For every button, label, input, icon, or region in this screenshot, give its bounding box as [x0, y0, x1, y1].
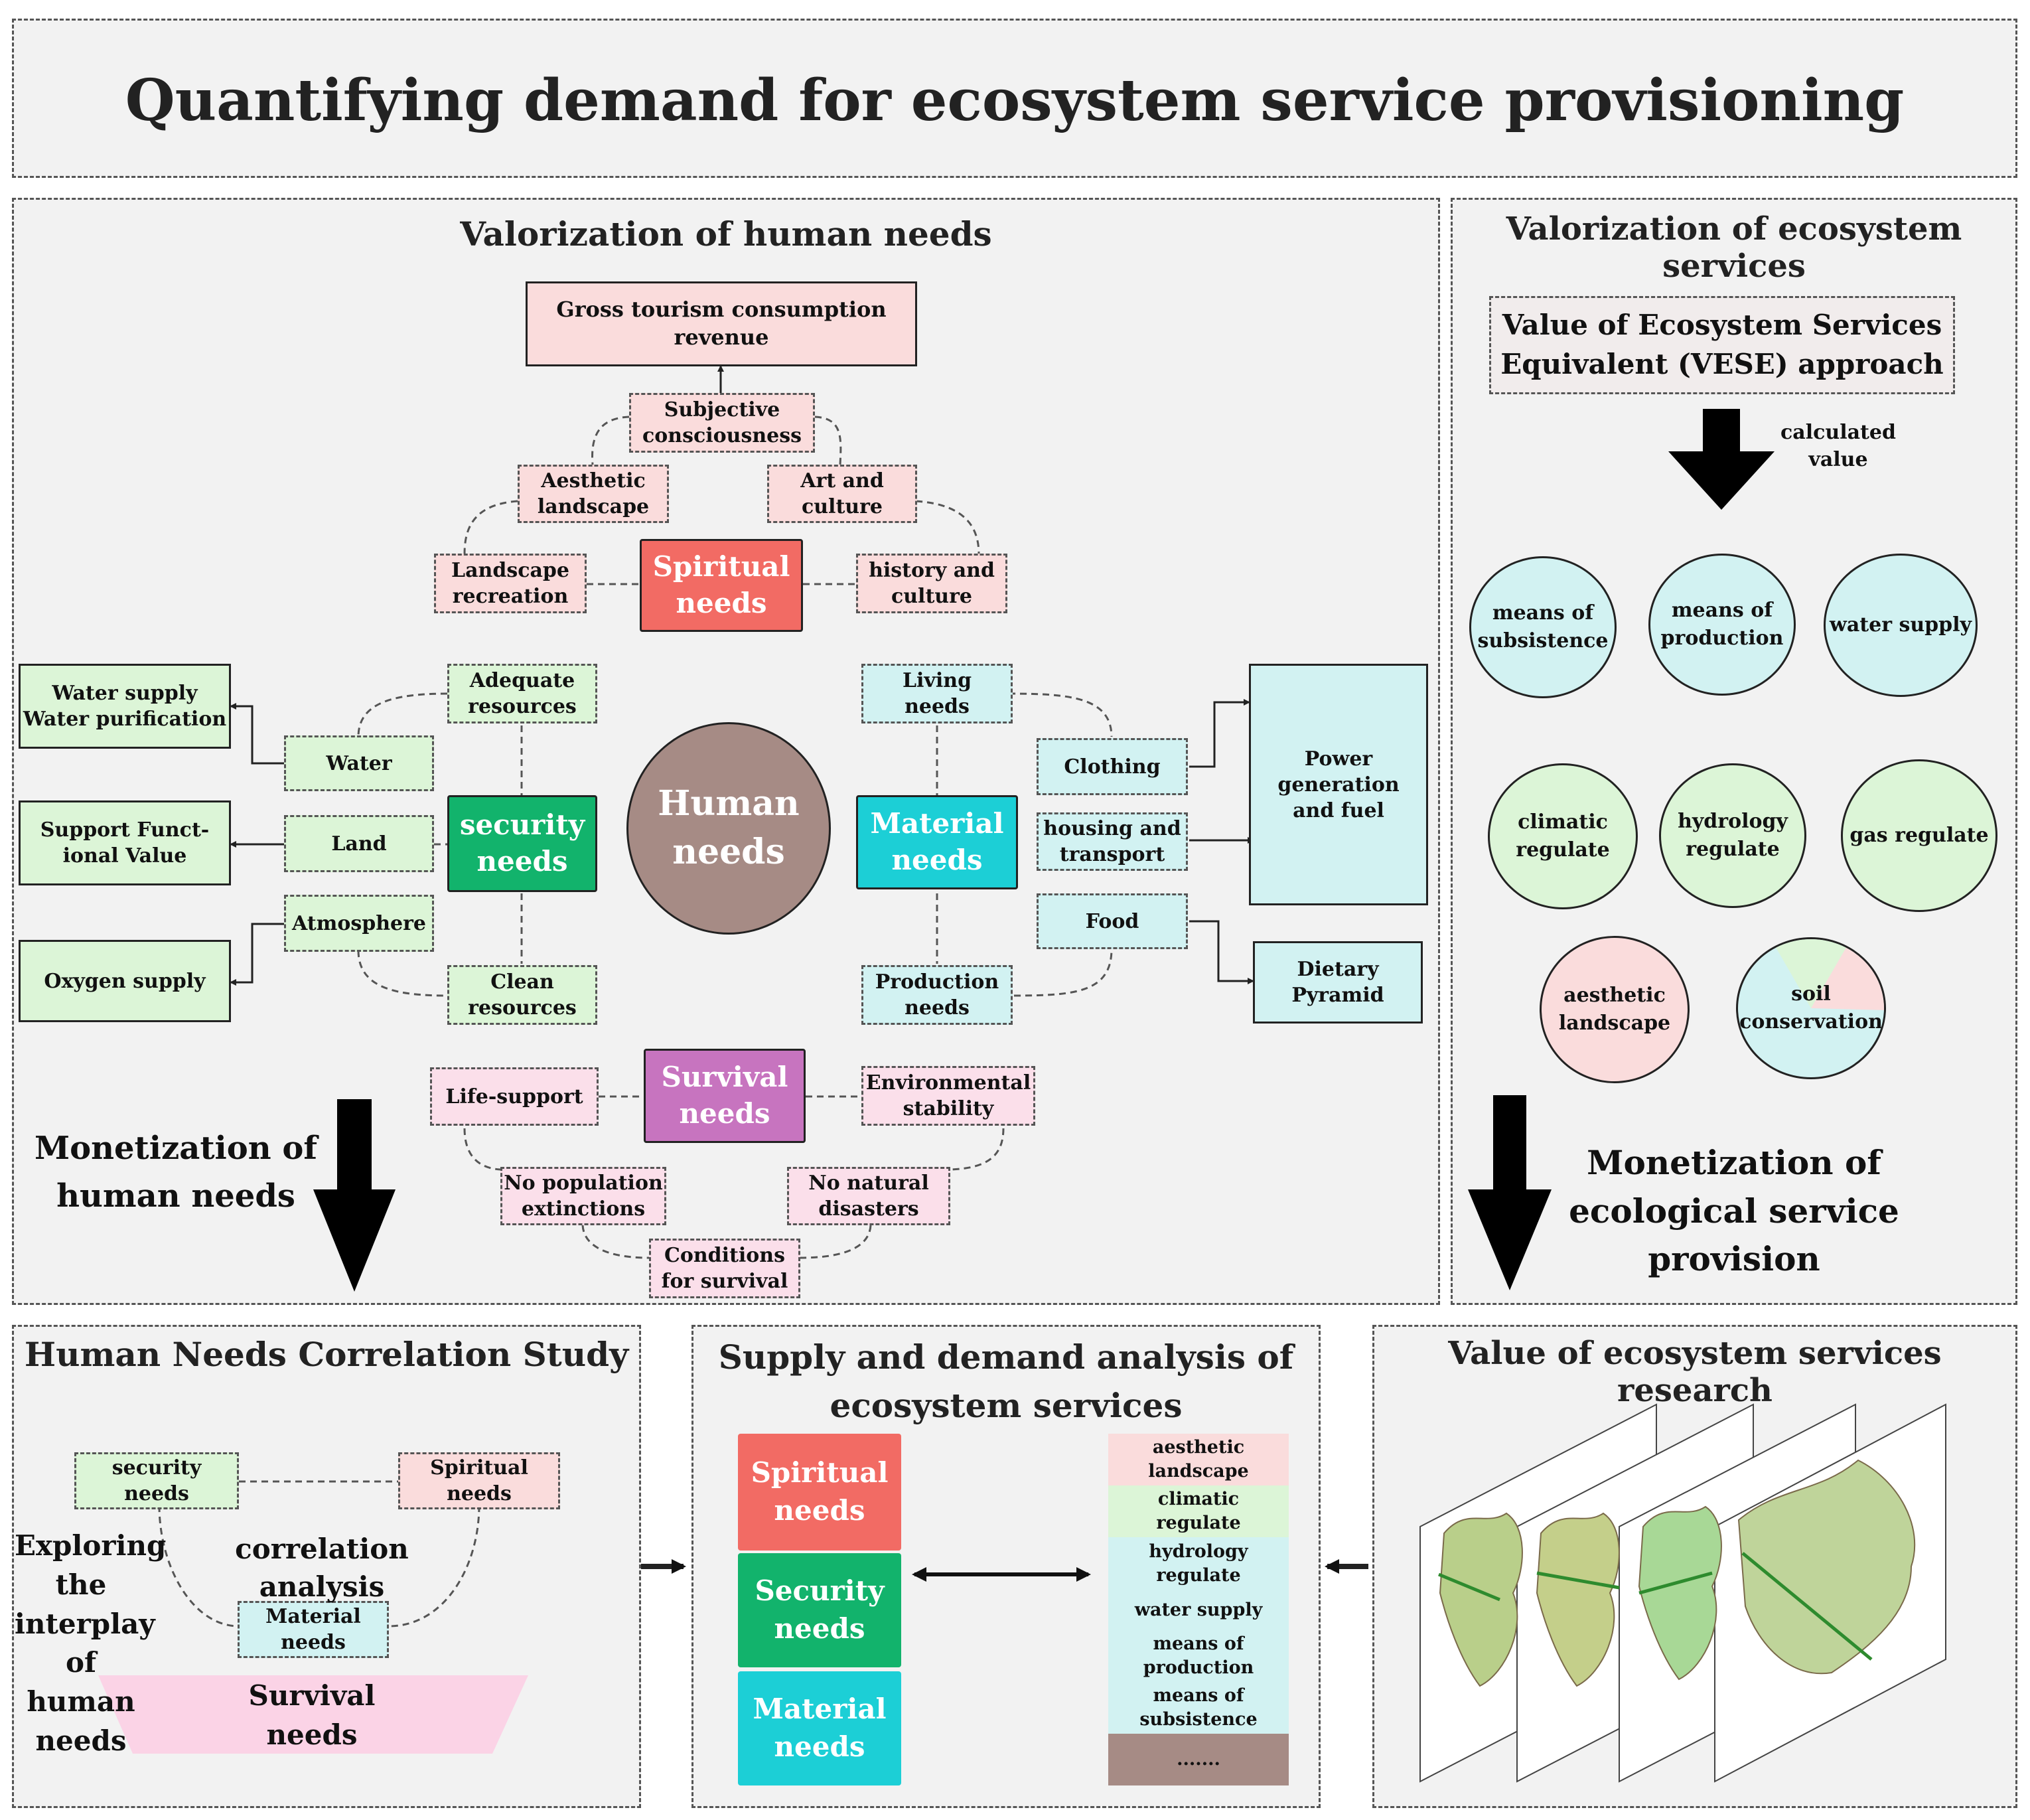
atmosphere-box: Atmosphere — [284, 895, 434, 952]
water-box: Water — [284, 735, 434, 791]
correlation-analysis-label: correlation analysis — [235, 1533, 409, 1603]
service-circle-hydrology: hydrology regulate — [1659, 763, 1806, 908]
art-culture-box: Art and culture — [767, 465, 917, 523]
land-box: Land — [284, 815, 434, 872]
soil-conservation-label: soil conservation — [1739, 982, 1883, 1033]
supply-need-security: Security needs — [738, 1553, 901, 1667]
production-needs-box: Production needs — [861, 965, 1013, 1025]
service-circle-production: means of production — [1648, 554, 1796, 696]
oxygen-supply-box: Oxygen supply — [19, 940, 231, 1022]
water-supply-purification-box: Water supply Water purification — [19, 664, 231, 749]
aesthetic-landscape-box: Aesthetic landscape — [518, 465, 669, 523]
corr-security-box: security needs — [74, 1452, 239, 1509]
supply-service-more: ....... — [1108, 1734, 1289, 1785]
clothing-box: Clothing — [1037, 738, 1188, 795]
supply-need-material: Material needs — [738, 1671, 901, 1785]
history-culture-box: history and culture — [856, 554, 1007, 613]
corr-material-box: Material needs — [238, 1601, 389, 1658]
service-circle-soil: soil conservation — [1736, 937, 1886, 1079]
correlation-panel-title: Human Needs Correlation Study — [24, 1335, 629, 1374]
service-circle-gas: gas regulate — [1841, 759, 1997, 912]
landscape-recreation-box: Landscape recreation — [434, 554, 587, 613]
monetization-human-label: Monetization of human needs — [34, 1130, 318, 1215]
adequate-resources-box: Adequate resources — [447, 664, 597, 723]
supply-demand-panel-title: Supply and demand analysis of ecosystem … — [718, 1337, 1294, 1425]
living-needs-box: Living needs — [861, 664, 1013, 723]
ecosystem-panel-title: Valorization of ecosystem services — [1506, 210, 1962, 285]
supply-need-spiritual: Spiritual needs — [738, 1434, 901, 1551]
corr-spiritual-box: Spiritual needs — [398, 1452, 560, 1509]
title-panel: Quantifying demand for ecosystem service… — [12, 19, 2017, 178]
material-needs-box: Material needs — [856, 795, 1018, 889]
supply-service-aesthetic: aesthetic landscape — [1108, 1434, 1289, 1485]
spiritual-needs-box: Spiritual needs — [640, 539, 803, 632]
service-circle-subsistence: means of subsistence — [1469, 556, 1617, 698]
page-title: Quantifying demand for ecosystem service… — [125, 67, 1905, 134]
environmental-stability-box: Environmental stability — [861, 1066, 1035, 1126]
life-support-box: Life-support — [430, 1067, 599, 1126]
service-circle-climatic: climatic regulate — [1488, 763, 1638, 909]
human-needs-panel-title: Valorization of human needs — [460, 214, 992, 254]
vese-down-arrow — [1668, 409, 1775, 510]
security-needs-box: security needs — [447, 795, 597, 892]
monetization-eco-label: Monetization of ecological service provi… — [1569, 1143, 1899, 1278]
value-research-panel-title: Value of ecosystem services research — [1448, 1335, 1942, 1409]
supply-service-hydrology: hydrology regulate — [1108, 1537, 1289, 1590]
tourism-revenue-box: Gross tourism consumption revenue — [526, 281, 917, 366]
calculated-value-label: calculated value — [1780, 421, 1896, 471]
exploring-interplay-label: Exploring the interplay of human needs — [15, 1529, 167, 1757]
no-population-extinctions-box: No population extinctions — [500, 1167, 666, 1225]
power-generation-fuel-box: Power generation and fuel — [1249, 664, 1428, 905]
dietary-pyramid-box: Dietary Pyramid — [1253, 941, 1423, 1024]
supply-service-climatic: climatic regulate — [1108, 1485, 1289, 1537]
service-circle-aesthetic: aesthetic landscape — [1540, 936, 1690, 1083]
monetization-eco-arrow — [1468, 1095, 1552, 1290]
vese-approach-box: Value of Ecosystem Services Equivalent (… — [1489, 296, 1955, 394]
clean-resources-box: Clean resources — [447, 965, 597, 1025]
subjective-consciousness-box: Subjective consciousness — [629, 393, 815, 453]
supply-service-water: water supply — [1108, 1590, 1289, 1630]
human-needs-circle: Human needs — [626, 722, 831, 935]
conditions-for-survival-box: Conditions for survival — [649, 1239, 800, 1298]
supply-service-subsistence: means of subsistence — [1108, 1682, 1289, 1734]
food-box: Food — [1037, 893, 1188, 949]
monetization-human-arrow — [313, 1099, 396, 1292]
no-natural-disasters-box: No natural disasters — [787, 1167, 950, 1225]
survival-needs-box: Survival needs — [644, 1049, 806, 1143]
housing-transport-box: housing and transport — [1037, 812, 1188, 871]
support-functional-value-box: Support Funct- ional Value — [19, 800, 231, 885]
corr-survival-label: Survival needs — [248, 1679, 376, 1751]
supply-service-production: means of production — [1108, 1630, 1289, 1682]
service-circle-water-supply: water supply — [1824, 554, 1978, 697]
soil-pie-segments — [1775, 939, 1884, 1010]
